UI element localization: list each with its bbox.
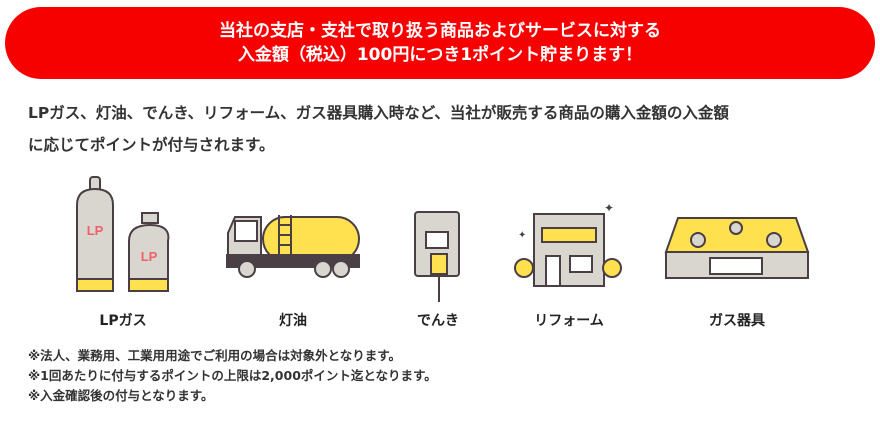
label-gas-appliance: ガス器具 [709, 313, 765, 329]
lp-gas-cylinder-icon: LP LP [76, 176, 170, 292]
intro-line-1: LPガス、灯油、でんき、リフォーム、ガス器具購入時など、当社が販売する商品の購入… [28, 104, 729, 122]
svg-text:✦: ✦ [604, 201, 614, 215]
banner-line-2: 入金額（税込）100円につき1ポイント貯まります！ [237, 45, 643, 65]
note-item: ※法人、業務用、工業用用途でご利用の場合は対象外となります。 [28, 348, 402, 363]
power-outlet-icon [414, 211, 460, 302]
label-electricity: でんき [417, 313, 459, 329]
svg-text:LP: LP [141, 249, 158, 264]
notes: ※法人、業務用、工業用用途でご利用の場合は対象外となります。 ※1回あたりに付与… [28, 346, 437, 406]
svg-text:✦: ✦ [518, 230, 526, 241]
banner-line-1: 当社の支店・支社で取り扱う商品およびサービスに対する [219, 21, 661, 41]
intro-line-2: に応じてポイントが付与されます。 [28, 136, 275, 154]
house-reform-icon: ✦✦ [514, 201, 622, 287]
label-reform: リフォーム [534, 313, 604, 329]
note-item: ※1回あたりに付与するポイントの上限は2,000ポイント迄となります。 [28, 368, 437, 383]
points-banner: 当社の支店・支社で取り扱う商品およびサービスに対する 入金額（税込）100円につ… [5, 7, 875, 79]
label-kerosene: 灯油 [279, 313, 307, 329]
intro-text: LPガス、灯油、でんき、リフォーム、ガス器具購入時など、当社が販売する商品の購入… [28, 97, 868, 161]
label-lp-gas: LPガス [99, 313, 147, 329]
gas-stove-icon [664, 217, 810, 279]
note-item: ※入金確認後の付与となります。 [28, 388, 214, 403]
tanker-truck-icon [226, 215, 360, 278]
lp-text: LP [87, 223, 104, 238]
